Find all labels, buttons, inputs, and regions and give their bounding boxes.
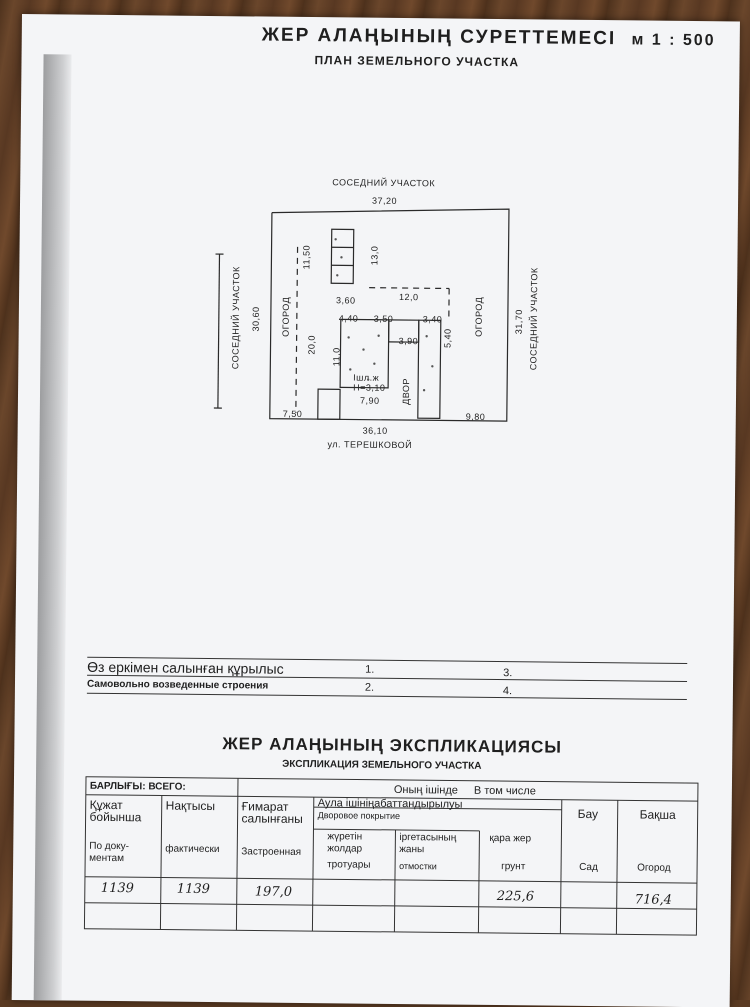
col-walk-kz: жүретін жолдар [327,831,393,856]
col-garden-kz: Бақша [640,809,676,821]
value-garden: 716,4 [635,894,672,906]
col-built-kz: Ғимарат салынғаны [242,800,312,825]
col-orchard-kz: Бау [578,808,599,820]
value-doc: 1139 [101,883,134,895]
col-doc-kz: Құжат бойынша [90,799,160,824]
value-fact: 1139 [177,884,210,896]
value-built: 197,0 [255,886,292,898]
including-kz: Оның ішінде [394,784,458,797]
col-fact-ru: фактически [165,844,219,857]
value-soil: 225,6 [497,891,534,903]
col-soil-ru: грунт [501,861,525,873]
col-blind-kz: іргетасының жаны [399,832,477,857]
col-walk-ru: тротуары [327,859,370,871]
col-doc-ru: По доку-ментам [89,841,159,866]
col-blind-ru: отмостки [399,860,437,872]
document-sheet: ЖЕР АЛАҢЫНЫҢ СУРЕТТЕМЕСІ м 1 : 500 ПЛАН … [12,14,740,1007]
col-built-ru: Застроенная [241,846,301,859]
col-soil-kz: қара жер [489,833,531,845]
col-garden-ru: Огород [637,862,671,874]
total-label: БАРЛЫҒЫ: ВСЕГО: [90,781,186,794]
including-ru: В том числе [474,785,536,798]
col-yard-ru: Дворовое покрытие [318,809,401,822]
col-orchard-ru: Сад [579,862,598,874]
col-fact-kz: Нақтысы [166,800,215,813]
